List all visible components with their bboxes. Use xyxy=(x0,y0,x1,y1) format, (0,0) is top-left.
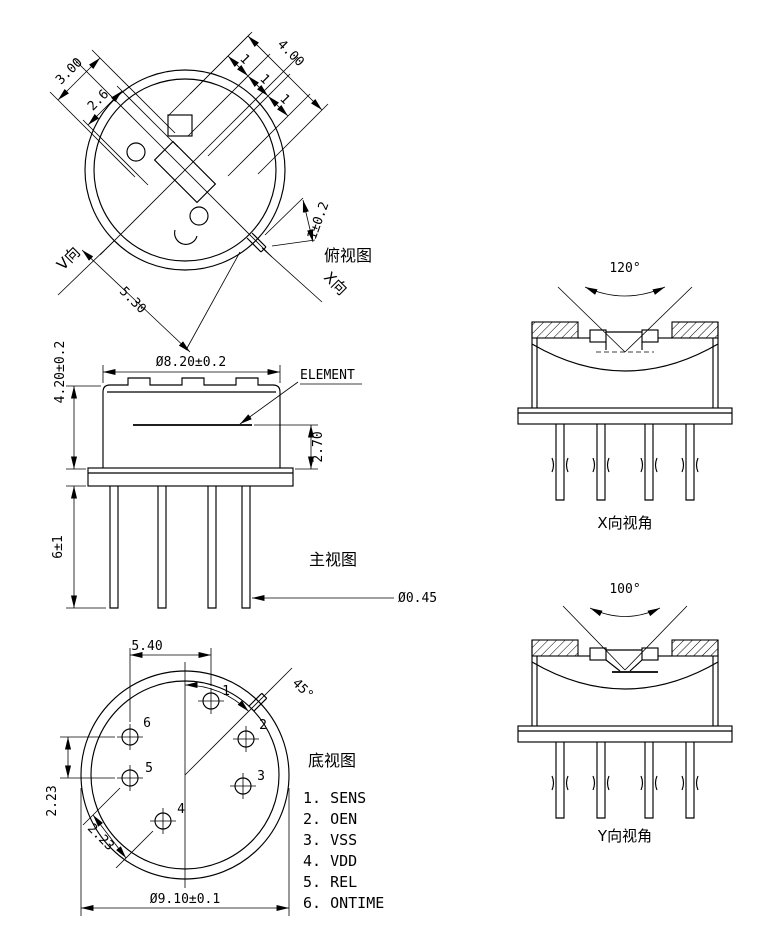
x-fov-angle-label: 120° xyxy=(609,261,640,276)
x-angle-view: 120° X向视角 xyxy=(517,261,733,532)
pin xyxy=(640,424,658,501)
pin-function: 2. OEN xyxy=(303,810,357,828)
pin xyxy=(551,742,569,819)
y-angle-view-title: Y向视角 xyxy=(597,827,652,845)
pin-number: 1 xyxy=(222,684,230,699)
x-angle-outline xyxy=(517,321,733,501)
pin-function: 5. REL xyxy=(303,873,357,891)
pin-function: 4. VDD xyxy=(303,852,357,870)
front-view-outline xyxy=(87,377,294,609)
y-angle-outline xyxy=(517,639,733,819)
pin xyxy=(157,486,167,609)
bottom-view: 1 2 3 4 5 6 45° 5.40 2.23 2.23 Ø9.10±0.1… xyxy=(45,639,384,916)
pin xyxy=(207,486,217,609)
flange xyxy=(517,407,733,425)
v-direction-label: V向 xyxy=(53,243,84,274)
pin xyxy=(592,742,610,819)
pin xyxy=(681,424,699,501)
pin xyxy=(681,742,699,819)
dim-1a-label: 1 xyxy=(236,51,252,67)
dim-cap-height-label: 4.20±0.2 xyxy=(53,341,68,404)
top-view-dimensions xyxy=(49,31,329,353)
y-fov-angle-label: 100° xyxy=(609,582,640,597)
x-direction-label: X向 xyxy=(320,268,351,299)
dim-pin-span-label: 5.40 xyxy=(131,639,162,654)
dim-pin-dia-label: Ø0.45 xyxy=(398,591,437,606)
bottom-view-pins xyxy=(117,688,259,834)
pin xyxy=(109,486,119,609)
dim-2-6-label: 2.6 xyxy=(85,87,112,114)
flange xyxy=(87,467,294,487)
pin xyxy=(241,486,251,609)
pin xyxy=(551,424,569,501)
pin-function: 6. ONTIME xyxy=(303,894,384,912)
pin xyxy=(592,424,610,501)
front-view: Ø8.20±0.2 ELEMENT 2.70 4.20±0.2 6±1 Ø0.4… xyxy=(51,341,437,609)
pin-number: 2 xyxy=(259,718,267,733)
y-angle-view: 100° Y向视角 xyxy=(517,582,733,845)
pin xyxy=(640,742,658,819)
dim-1-tol-label: 1±0.2 xyxy=(305,200,332,242)
front-view-dimensions xyxy=(66,365,394,609)
pin-number: 6 xyxy=(143,716,151,731)
element-label: ELEMENT xyxy=(300,368,355,383)
x-angle-view-title: X向视角 xyxy=(597,514,652,532)
pin-number: 4 xyxy=(177,802,185,817)
bottom-view-dimensions xyxy=(60,648,290,916)
bottom-view-title: 底视图 xyxy=(308,751,356,770)
dim-5-30-label: 5.30 xyxy=(116,284,149,317)
dim-element-depth-label: 2.70 xyxy=(311,431,326,462)
dim-3-00-label: 3.00 xyxy=(53,55,86,88)
dim-1c-label: 1 xyxy=(276,91,292,107)
pin-number: 5 xyxy=(145,761,153,776)
top-view: 3.00 2.6 4.00 1 1 1 1±0.2 5.30 V向 X向 俯视图 xyxy=(49,31,372,353)
x-angle-dimensions xyxy=(557,286,693,353)
y-angle-dimensions xyxy=(562,605,688,671)
dim-body-dia-label: Ø8.20±0.2 xyxy=(156,355,226,370)
top-view-title: 俯视图 xyxy=(324,246,372,265)
front-view-title: 主视图 xyxy=(309,550,357,569)
pin-number: 3 xyxy=(257,769,265,784)
bottom-view-centerlines xyxy=(184,662,293,888)
pin-function: 1. SENS xyxy=(303,789,366,807)
dim-flange-dia-label: Ø9.10±0.1 xyxy=(150,892,220,907)
flange xyxy=(517,725,733,743)
pin-function-list: 1. SENS 2. OEN 3. VSS 4. VDD 5. REL 6. O… xyxy=(303,789,384,912)
dim-key-angle-label: 45° xyxy=(289,676,316,703)
dim-pin-length-label: 6±1 xyxy=(51,535,66,558)
dim-pitch-vertical-label: 2.23 xyxy=(45,785,60,816)
pin-function: 3. VSS xyxy=(303,831,357,849)
